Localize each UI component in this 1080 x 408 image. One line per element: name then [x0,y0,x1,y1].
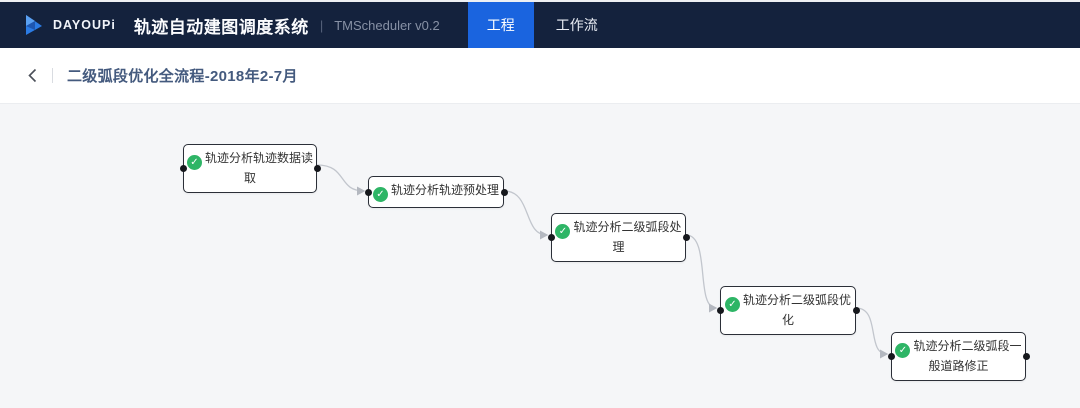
dayoupi-logo-icon [26,15,42,35]
edge-connector[interactable] [316,164,366,196]
main-nav-tabs: 工程 工作流 [467,2,620,48]
edge-connector[interactable] [503,190,549,240]
node-label: 轨迹分析二级弧段处理 [573,220,682,254]
top-navbar: DAYOUPi 轨迹自动建图调度系统 | TMScheduler v0.2 工程… [0,2,1080,48]
check-circle-icon: ✓ [372,187,388,202]
node-input-port[interactable] [887,353,895,360]
edge-connector[interactable] [855,307,889,359]
node-content: ✓轨迹分析轨迹预处理 [371,182,501,202]
node-output-port[interactable] [1022,353,1030,360]
workflow-node[interactable]: ✓轨迹分析二级弧段优化 [716,286,860,335]
check-circle-icon: ✓ [186,155,202,170]
workflow-node[interactable]: ✓轨迹分析轨迹数据读取 [179,144,321,193]
edge-connector[interactable] [685,234,718,313]
check-circle-icon: ✓ [724,297,740,312]
title-divider: | [319,17,324,33]
node-label: 轨迹分析轨迹数据读取 [204,151,313,185]
node-content: ✓轨迹分析轨迹数据读取 [186,150,314,187]
node-output-port[interactable] [682,234,690,241]
node-input-port[interactable] [716,307,724,314]
node-input-port[interactable] [179,165,187,172]
app-title: 轨迹自动建图调度系统 [133,17,309,37]
tab-project[interactable]: 工程 [467,2,534,48]
edges-layer [316,164,889,359]
tab-workflow[interactable]: 工作流 [555,17,598,33]
node-content: ✓轨迹分析二级弧段一般道路修正 [894,338,1023,375]
node-output-port[interactable] [313,165,321,172]
page-title: 二级弧段优化全流程-2018年2-7月 [67,68,298,85]
node-content: ✓轨迹分析二级弧段处理 [554,219,683,256]
node-label: 轨迹分析二级弧段优化 [742,293,851,327]
node-content: ✓轨迹分析二级弧段优化 [723,292,853,329]
node-label: 轨迹分析轨迹预处理 [390,183,499,197]
node-output-port[interactable] [500,188,508,196]
check-circle-icon: ✓ [555,224,571,239]
app-logo[interactable]: DAYOUPi [22,2,116,48]
window-top-edge [0,0,1080,2]
chevron-left-icon [27,68,36,83]
workflow-node[interactable]: ✓轨迹分析二级弧段处理 [547,213,690,262]
back-button[interactable] [22,66,42,86]
logo-text: DAYOUPi [53,18,116,32]
node-input-port[interactable] [364,188,372,196]
node-input-port[interactable] [547,234,555,241]
app-version: TMScheduler v0.2 [334,17,440,33]
node-output-port[interactable] [852,307,860,314]
node-label: 轨迹分析二级弧段一般道路修正 [913,339,1022,373]
breadcrumb-bar: 二级弧段优化全流程-2018年2-7月 [0,48,1080,104]
breadcrumb-divider [52,68,53,83]
workflow-node[interactable]: ✓轨迹分析二级弧段一般道路修正 [887,332,1030,381]
check-circle-icon: ✓ [895,343,911,358]
workflow-node[interactable]: ✓轨迹分析轨迹预处理 [364,176,508,208]
workflow-canvas[interactable]: ✓轨迹分析轨迹数据读取✓轨迹分析轨迹预处理✓轨迹分析二级弧段处理✓轨迹分析二级弧… [0,104,1080,407]
